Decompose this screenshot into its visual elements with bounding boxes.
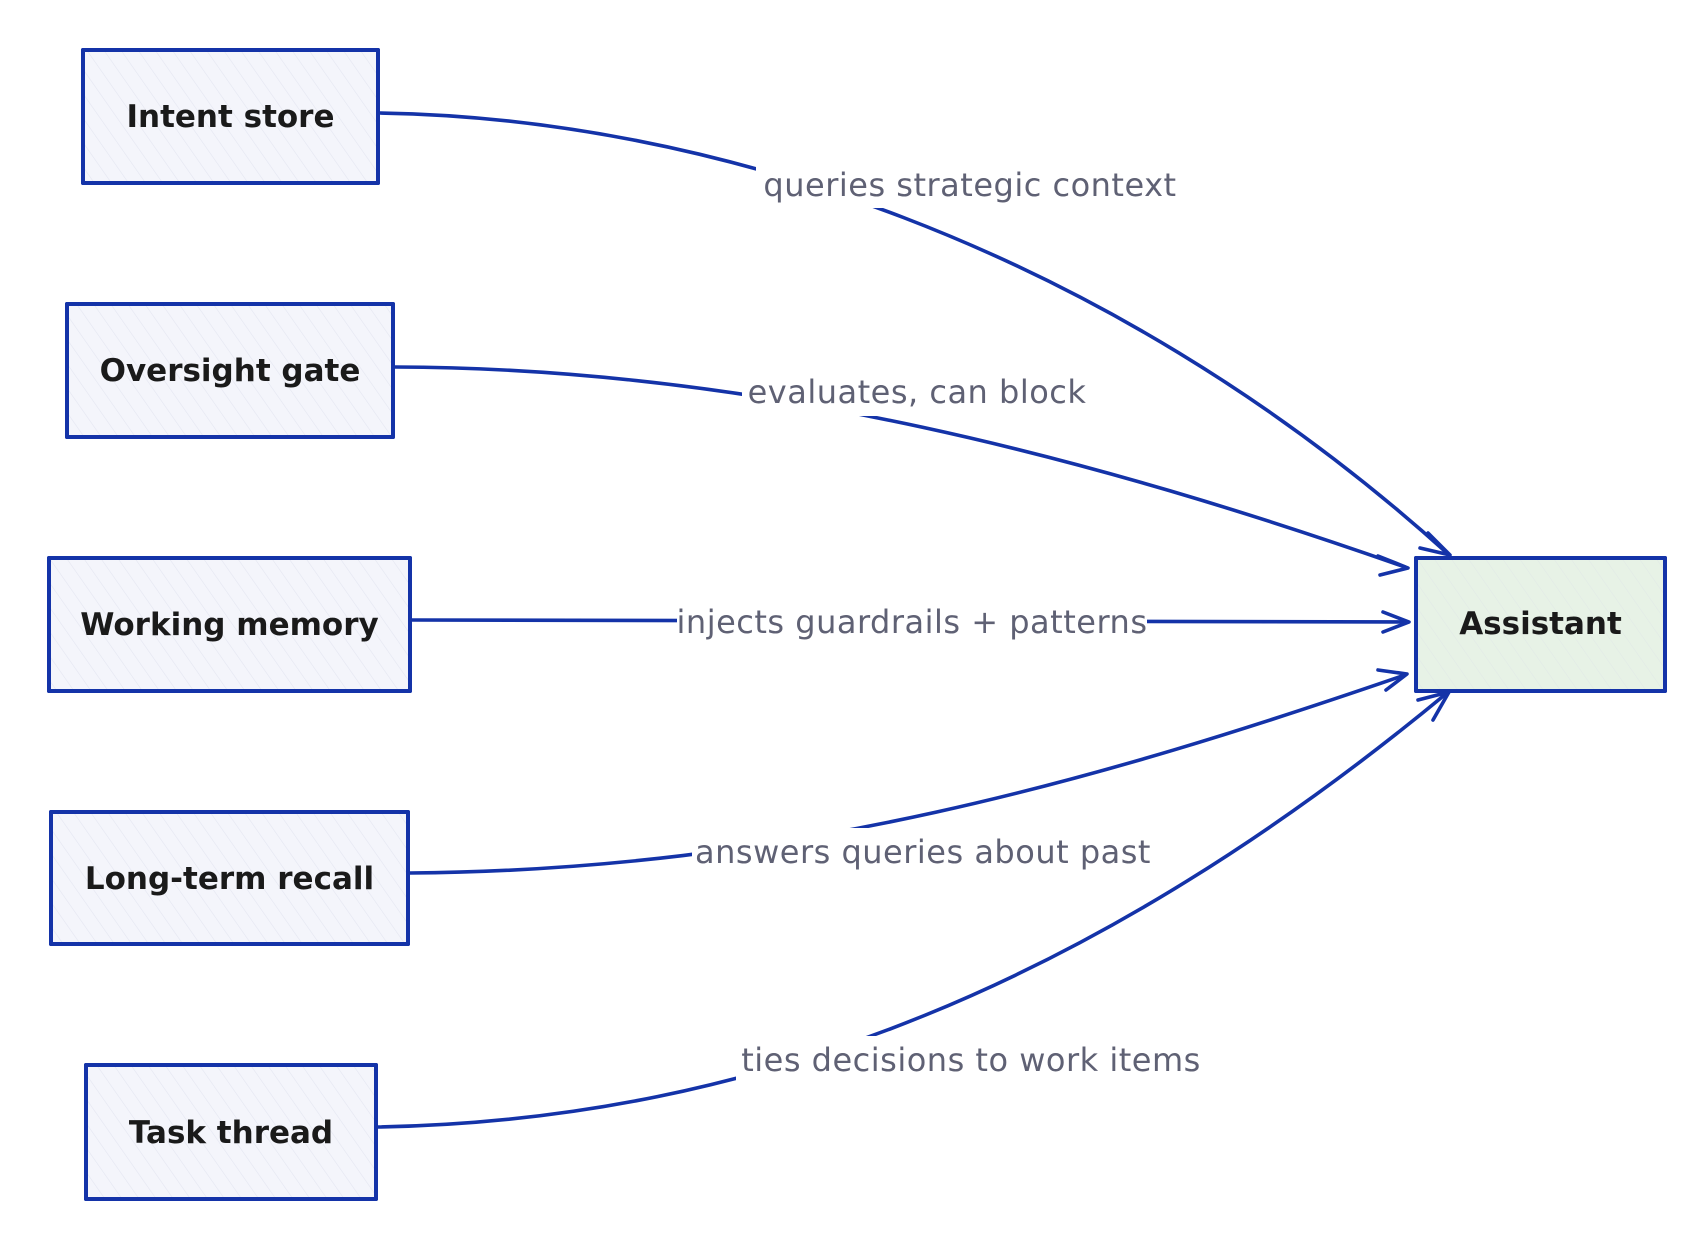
node-label: Intent store [126,99,334,135]
node-intent-store: Intent store [81,48,380,185]
edge-label: queries strategic context [763,166,1176,204]
arrowhead-icon [1376,554,1410,577]
edge-label: evaluates, can block [748,373,1087,411]
edge-label: injects guardrails + patterns [677,603,1148,641]
edge-long-term-recall-to-assistant: answers queries about past [408,668,1409,876]
node-label: Task thread [129,1115,333,1151]
arrowhead-icon [1381,610,1411,634]
edge-label: answers queries about past [695,833,1151,871]
node-assistant: Assistant [1414,556,1667,693]
edge-oversight-gate-to-assistant: evaluates, can block [393,365,1410,577]
connector-line [378,111,1449,555]
arrowhead-icon [1376,668,1409,692]
node-label: Working memory [80,607,378,643]
arrowhead-icon [1418,531,1452,557]
connector-line [408,673,1407,875]
edge-label: ties decisions to work items [741,1041,1201,1079]
edge-task-thread-to-assistant: ties decisions to work items [376,690,1451,1129]
node-oversight-gate: Oversight gate [65,302,395,439]
node-long-term-recall: Long-term recall [49,810,410,946]
node-label: Long-term recall [85,861,374,897]
node-task-thread: Task thread [84,1063,378,1201]
node-label: Oversight gate [100,353,361,389]
edge-working-memory-to-assistant: injects guardrails + patterns [410,598,1411,646]
connector-line [376,691,1449,1129]
edge-intent-store-to-assistant: queries strategic context [378,111,1452,557]
connector-line [393,365,1407,569]
node-label: Assistant [1459,606,1622,642]
node-working-memory: Working memory [47,556,412,693]
